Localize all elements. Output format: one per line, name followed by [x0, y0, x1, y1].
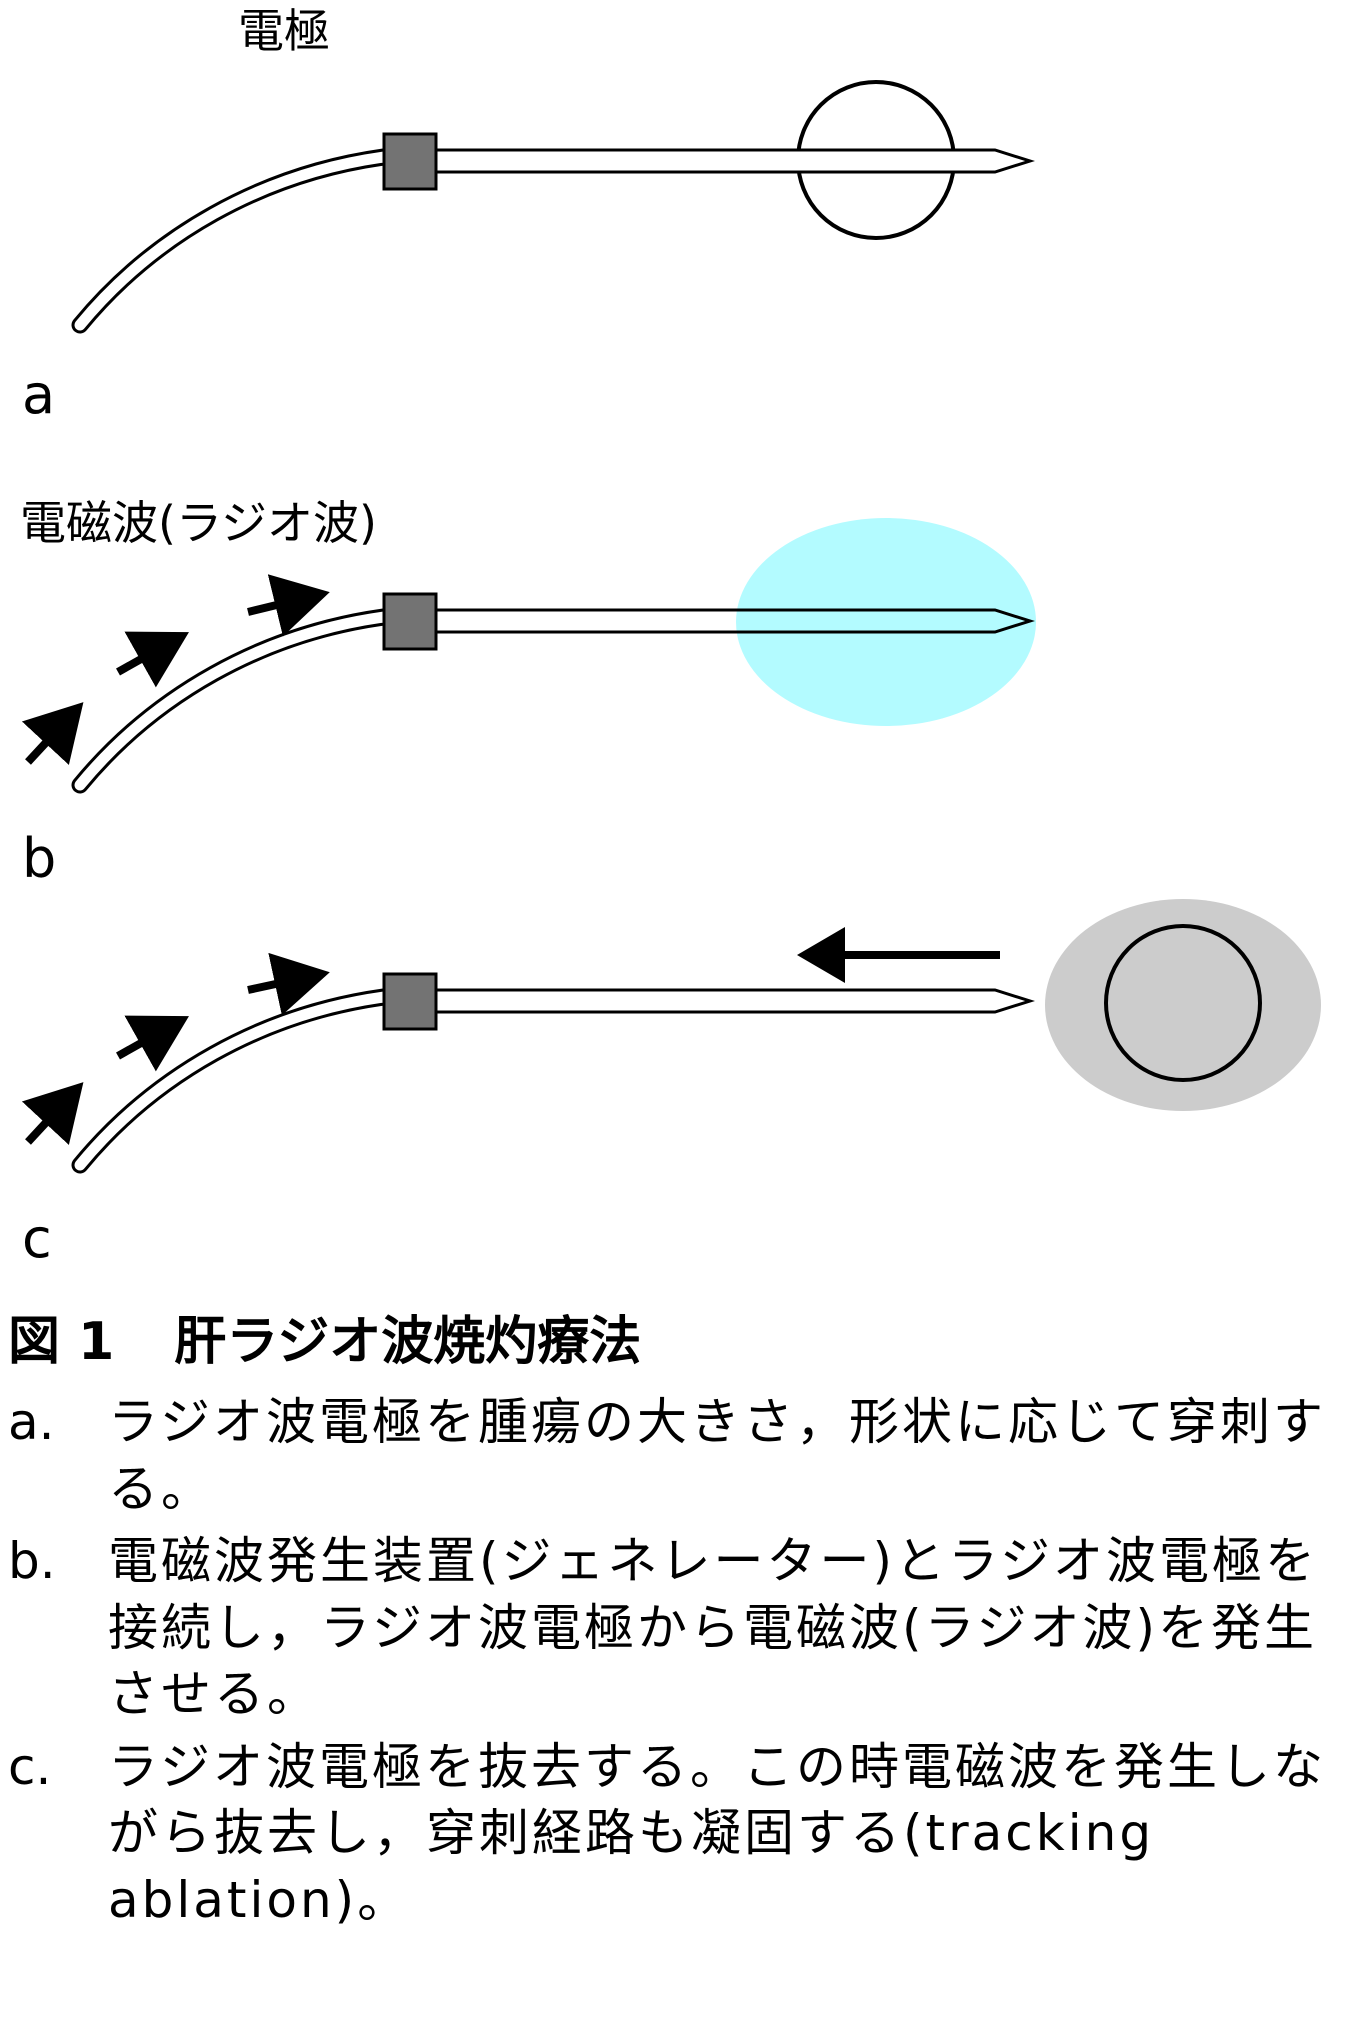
electrode-label: 電極 — [238, 8, 330, 54]
figure-title: 肝ラジオ波焼灼療法 — [174, 1312, 641, 1372]
caption-item-text: ラジオ波電極を腫瘍の大きさ，形状に応じて穿刺する。 — [108, 1389, 1363, 1522]
electrode-cable — [80, 995, 400, 1165]
radiowave-arrow — [248, 594, 322, 612]
caption-item-marker: c. — [8, 1734, 108, 1934]
ablation-zone — [736, 518, 1036, 726]
electrode-handle — [384, 134, 436, 189]
electrode-handle — [384, 974, 436, 1029]
figure-caption: 図 1 肝ラジオ波焼灼療法 a. ラジオ波電極を腫瘍の大きさ，形状に応じて穿刺する… — [8, 1310, 1363, 1939]
caption-item: b. 電磁波発生装置(ジェネレーター)とラジオ波電極を接続し，ラジオ波電極から電… — [8, 1528, 1363, 1728]
caption-item: c. ラジオ波電極を抜去する。この時電磁波を発生しながら抜去し，穿刺経路も凝固す… — [8, 1734, 1363, 1934]
panel-letter-a: a — [22, 368, 55, 422]
caption-item: a. ラジオ波電極を腫瘍の大きさ，形状に応じて穿刺する。 — [8, 1389, 1363, 1522]
radiowave-arrow — [248, 974, 322, 990]
panel-b-illustration — [28, 518, 1036, 785]
electrode-cable — [80, 615, 400, 785]
panel-c-illustration — [28, 899, 1321, 1165]
radiowave-arrow — [118, 636, 182, 672]
rfa-diagram: 電極 a 電磁波(ラジオ波) b c — [0, 0, 1368, 1300]
caption-title: 図 1 肝ラジオ波焼灼療法 — [8, 1310, 1363, 1375]
radiowave-arrow — [28, 708, 78, 762]
caption-item-marker: b. — [8, 1528, 108, 1728]
panel-a-illustration — [80, 82, 1030, 325]
rfa-illustration — [0, 0, 1368, 1300]
radiowave-arrow — [118, 1020, 182, 1056]
caption-item-text: ラジオ波電極を抜去する。この時電磁波を発生しながら抜去し，穿刺経路も凝固する(t… — [108, 1734, 1363, 1934]
radiowave-label: 電磁波(ラジオ波) — [20, 500, 377, 546]
electrode-needle — [433, 990, 1030, 1012]
panel-letter-b: b — [22, 832, 56, 886]
electrode-handle — [384, 594, 436, 649]
panel-letter-c: c — [22, 1212, 52, 1266]
caption-item-marker: a. — [8, 1389, 108, 1522]
electrode-cable — [80, 155, 400, 325]
radiowave-arrow — [28, 1088, 78, 1142]
figure-number: 図 1 — [8, 1312, 114, 1372]
electrode-needle — [433, 150, 1030, 172]
caption-item-text: 電磁波発生装置(ジェネレーター)とラジオ波電極を接続し，ラジオ波電極から電磁波(… — [108, 1528, 1363, 1728]
